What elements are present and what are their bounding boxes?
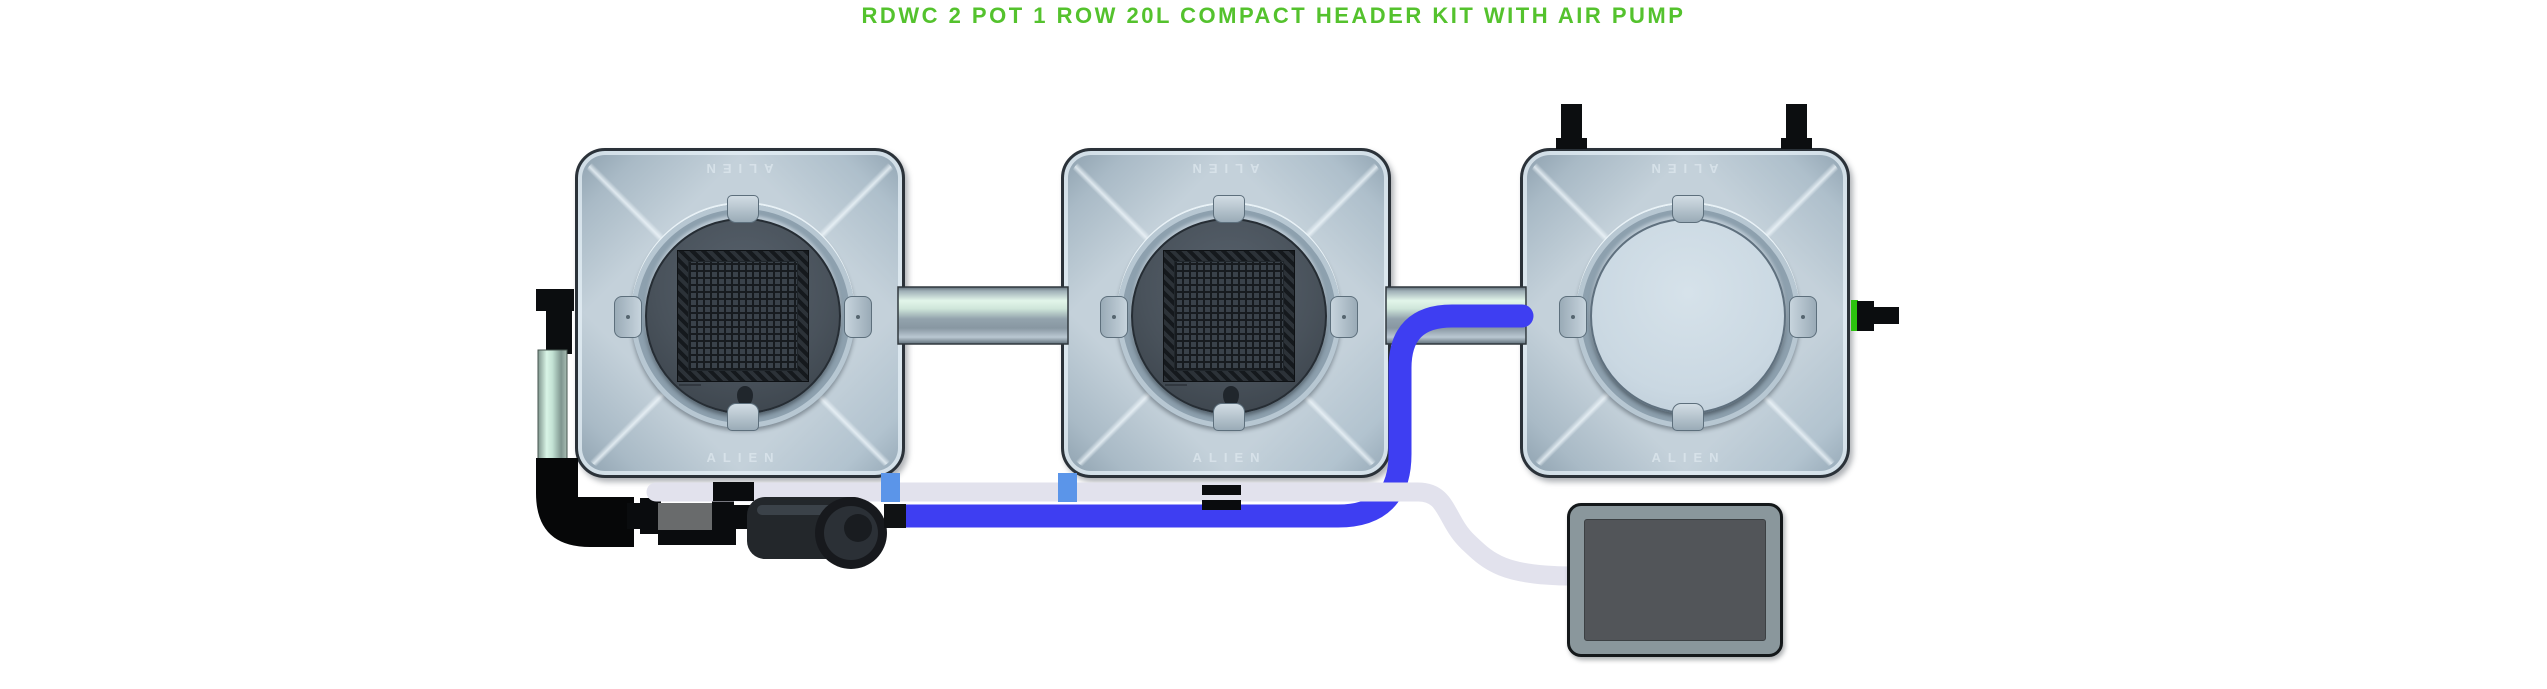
lid-clip-west	[1100, 296, 1128, 338]
brand-logo: ALIEN	[1644, 161, 1719, 176]
lid-clip-south	[1672, 403, 1704, 431]
header-tank: ALIEN ALIEN	[1520, 148, 1850, 478]
water-pump	[747, 497, 906, 569]
pot2-bottom-fitting	[1202, 500, 1241, 510]
brand-logo: ALIEN	[1192, 450, 1267, 465]
header-tank-inlet-valve	[1851, 300, 1899, 331]
lid-clip-east	[1789, 296, 1817, 338]
lid-clip-west	[1559, 296, 1587, 338]
silver-pipe-pot2-header	[1385, 286, 1527, 345]
drain-elbow-top	[536, 289, 574, 311]
plain-lid	[1590, 218, 1786, 414]
pot1-bottom-fitting	[713, 482, 754, 501]
brand-logo: ALIEN	[706, 450, 781, 465]
net-basket-grid	[1174, 261, 1284, 371]
lid-clip-south	[727, 403, 759, 431]
brand-logo: ALIEN	[699, 161, 774, 176]
lid-clip-east	[844, 296, 872, 338]
air-pump	[1567, 503, 1783, 657]
lid-clip-north	[1213, 195, 1245, 223]
white-air-tube	[646, 482, 1582, 586]
net-basket-grid	[688, 261, 798, 371]
drain-down-pipe	[537, 349, 568, 467]
lid-clip-north	[1672, 195, 1704, 223]
lid-fine-print	[679, 384, 701, 386]
lid-clip-east	[1330, 296, 1358, 338]
air-pump-face	[1584, 519, 1766, 641]
lid-clip-south	[1213, 403, 1245, 431]
tube-connector-pot2	[1058, 473, 1077, 502]
inline-valve	[627, 498, 750, 545]
brand-logo: ALIEN	[1185, 161, 1260, 176]
drain-elbow-top	[546, 308, 572, 354]
lid-clip-north	[727, 195, 759, 223]
page-title: RDWC 2 POT 1 ROW 20L COMPACT HEADER KIT …	[861, 3, 1686, 28]
silver-pipe-pot1-pot2	[897, 286, 1069, 345]
net-basket-frame	[1163, 250, 1295, 382]
net-basket-frame	[677, 250, 809, 382]
drip-hole	[737, 386, 753, 407]
lid-clip-west	[614, 296, 642, 338]
brand-logo: ALIEN	[1651, 450, 1726, 465]
lid-fine-print	[1165, 384, 1187, 386]
grow-pot-1: ALIEN ALIEN	[575, 148, 905, 478]
air-inlet-fittings	[1556, 104, 1812, 149]
tube-connector-pot1	[881, 473, 900, 502]
grow-pot-2: ALIEN ALIEN	[1061, 148, 1391, 478]
pot2-bottom-fitting	[1202, 485, 1241, 495]
